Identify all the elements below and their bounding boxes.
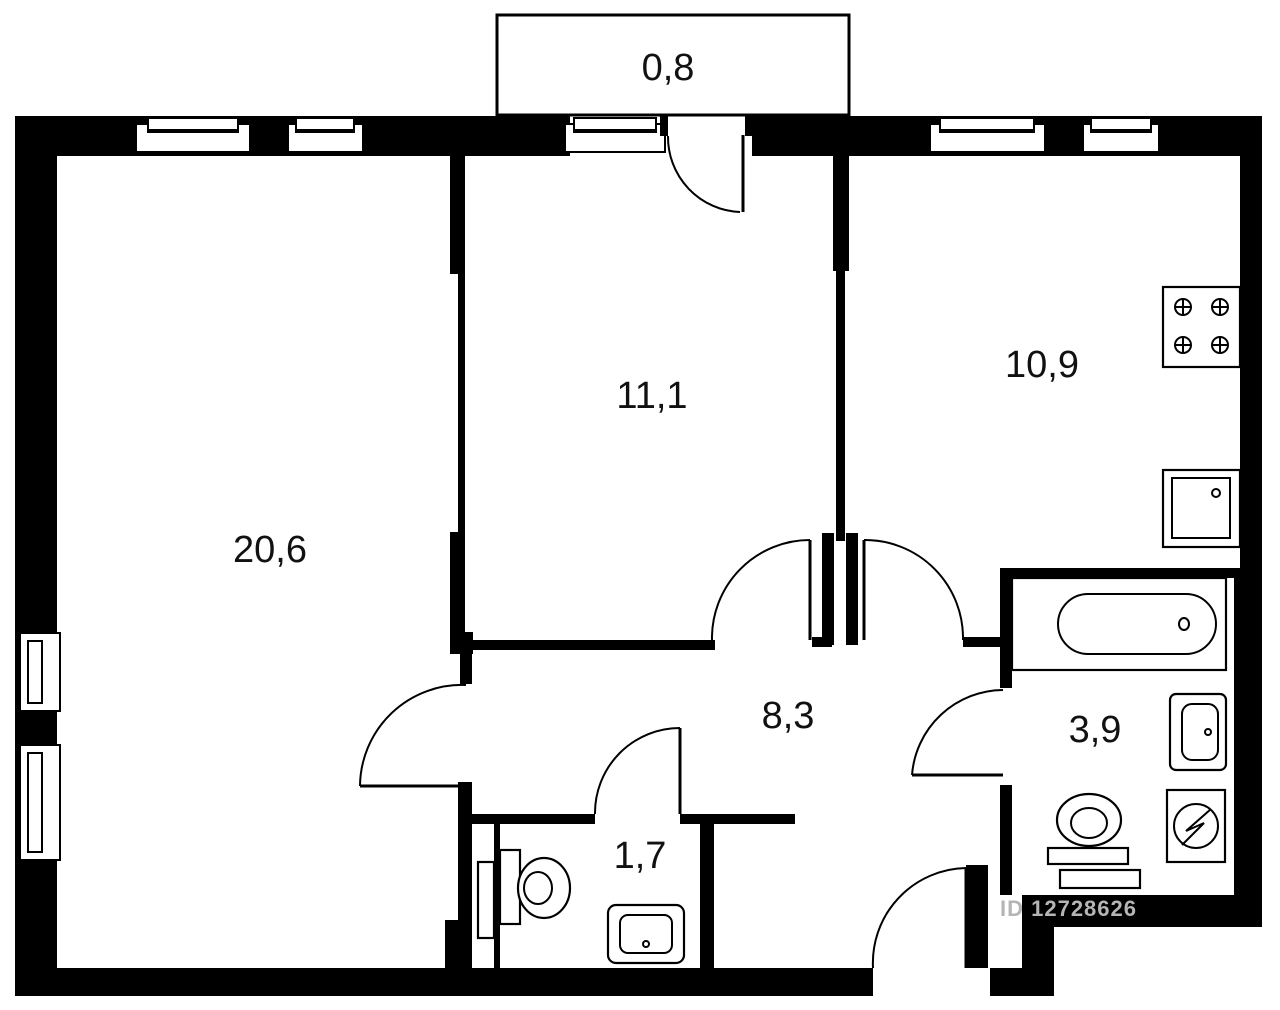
living-room-area-label: 20,6 <box>233 529 307 571</box>
door-entrance <box>871 867 968 969</box>
watermark: ID 12728626 <box>1000 896 1137 921</box>
balcony-area-label: 0,8 <box>642 47 695 89</box>
bathroom-fixtures <box>1010 576 1228 890</box>
window-living-1 <box>135 117 251 153</box>
hallway-area-label: 8,3 <box>762 695 815 737</box>
window-left-1 <box>19 632 61 712</box>
toilet-wc-icon <box>476 848 572 940</box>
wc-sink-icon <box>606 903 686 965</box>
door-living <box>359 654 472 788</box>
toilet-bathroom-icon <box>1046 792 1142 890</box>
windows-top <box>135 117 1160 153</box>
window-left-2 <box>19 744 61 861</box>
window-kitchen-1 <box>929 117 1046 153</box>
area-labels: 0,8 20,6 11,1 10,9 8,3 1,7 3,9 <box>233 47 1121 877</box>
door-kitchen <box>862 538 965 641</box>
wc-fixtures <box>476 848 686 965</box>
bathtub-icon <box>1010 576 1228 672</box>
doors <box>359 116 1004 969</box>
door-wc <box>593 727 682 815</box>
bedroom-area-label: 11,1 <box>616 375 687 417</box>
door-bedroom <box>710 539 812 641</box>
window-living-2 <box>287 117 364 153</box>
stove-icon <box>1161 285 1242 369</box>
kitchen-sink-icon <box>1161 468 1242 549</box>
door-bathroom <box>911 689 1004 777</box>
kitchen-fixtures <box>1161 285 1242 549</box>
wc-area-label: 1,7 <box>614 835 667 877</box>
washing-machine-icon <box>1165 788 1227 864</box>
bathroom-area-label: 3,9 <box>1069 709 1122 751</box>
door-balcony <box>660 116 760 213</box>
kitchen-area-label: 10,9 <box>1005 344 1079 386</box>
bathroom-sink-icon <box>1168 692 1228 772</box>
window-bedroom-balcony <box>564 117 666 153</box>
balcony <box>495 13 851 117</box>
interior-walls <box>445 156 1240 968</box>
windows-left <box>19 632 61 861</box>
window-kitchen-2 <box>1082 117 1160 153</box>
exterior-walls <box>15 116 1262 996</box>
